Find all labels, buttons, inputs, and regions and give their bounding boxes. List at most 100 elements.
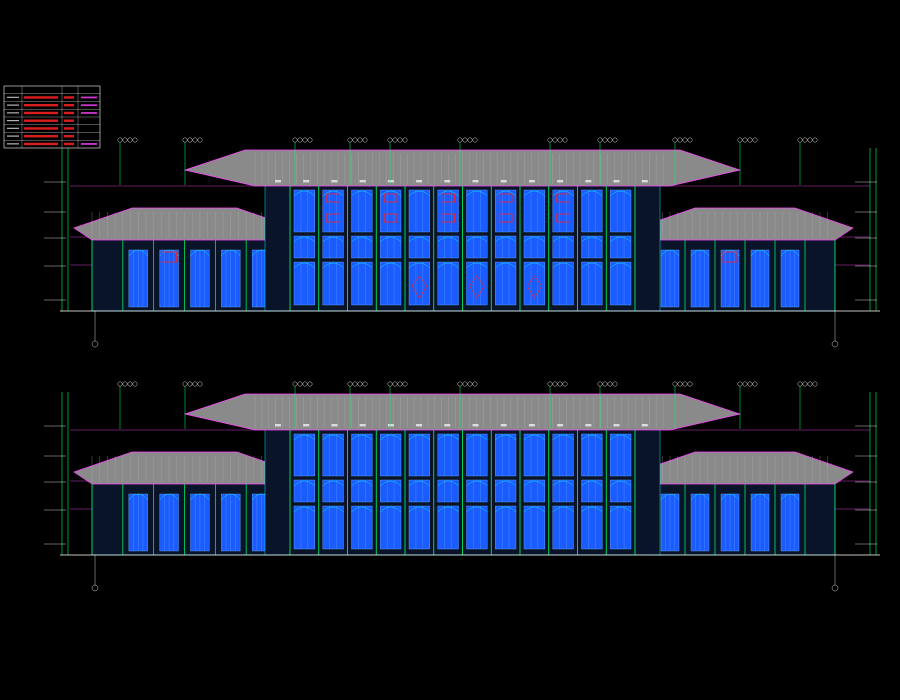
main-window <box>466 505 488 550</box>
diamond-ornament <box>526 275 543 299</box>
callout-bubble <box>297 381 303 387</box>
callout-bubble <box>602 381 608 387</box>
main-window <box>293 505 315 550</box>
legend-note <box>81 143 97 145</box>
window-arch <box>466 506 488 513</box>
main-window <box>495 505 517 550</box>
window-arch <box>408 506 430 513</box>
main-window <box>437 505 459 550</box>
callout-bubble <box>747 381 753 387</box>
window-arch <box>581 236 603 243</box>
window-arch <box>552 190 574 197</box>
legend-index <box>7 135 19 137</box>
eave-bracket <box>387 424 394 427</box>
main-window <box>322 505 344 550</box>
main-window <box>293 261 315 306</box>
window-arch <box>523 190 545 197</box>
legend-material-label <box>24 135 58 138</box>
main-window <box>322 261 344 306</box>
window-arch <box>128 249 148 257</box>
window-arch <box>581 480 603 487</box>
window-arch <box>221 493 241 501</box>
callout-bubble <box>557 381 563 387</box>
eave-bracket <box>331 180 338 183</box>
window-arch <box>523 236 545 243</box>
callout-bubble <box>677 137 683 143</box>
callout-bubble <box>562 137 568 143</box>
callout-bubble <box>122 381 128 387</box>
window-detail-red <box>441 213 455 223</box>
window-arch <box>437 262 459 269</box>
callout-bubble <box>602 137 608 143</box>
main-window <box>408 433 430 477</box>
callout-bubble <box>747 137 753 143</box>
window-arch <box>660 249 680 257</box>
window-arch <box>466 262 488 269</box>
legend-index <box>7 120 19 122</box>
eave-bracket <box>585 424 592 427</box>
callout-bubble <box>297 137 303 143</box>
callout-bubble <box>612 381 618 387</box>
legend-material-label <box>24 96 58 99</box>
callout-bubble <box>807 137 813 143</box>
eave-bracket <box>613 180 620 183</box>
window-arch <box>128 493 148 501</box>
main-window <box>380 189 402 233</box>
main-window <box>552 505 574 550</box>
main-window <box>610 261 632 306</box>
window-arch <box>581 190 603 197</box>
legend-code <box>64 135 74 138</box>
window-detail-red <box>326 213 340 223</box>
window-arch <box>351 236 373 243</box>
window-arch <box>408 262 430 269</box>
window-arch <box>293 262 315 269</box>
window-arch <box>750 493 770 501</box>
window-arch <box>437 434 459 441</box>
main-window <box>552 235 574 259</box>
main-window <box>552 433 574 477</box>
eave-bracket <box>641 180 648 183</box>
main-window <box>293 235 315 259</box>
legend-material-label <box>24 142 58 146</box>
window-arch <box>523 506 545 513</box>
window-detail-red <box>556 213 570 223</box>
callout-bubble <box>132 137 138 143</box>
main-window <box>610 479 632 503</box>
callout-bubble <box>397 381 403 387</box>
callout-bubble <box>612 137 618 143</box>
callout-bubble <box>472 381 478 387</box>
main-window <box>322 189 344 233</box>
callout-bubble <box>352 381 358 387</box>
window-arch <box>523 262 545 269</box>
callout-bubble <box>607 381 613 387</box>
callout-bubble <box>802 137 808 143</box>
eave-bracket <box>444 424 451 427</box>
window-arch <box>581 506 603 513</box>
window-arch <box>610 262 632 269</box>
callout-bubble <box>467 381 473 387</box>
callout-bubble <box>552 137 558 143</box>
window-arch <box>351 480 373 487</box>
eave-bracket <box>557 424 564 427</box>
window-arch <box>660 493 680 501</box>
window-detail-red <box>383 193 398 203</box>
main-window <box>610 505 632 550</box>
window-arch <box>293 236 315 243</box>
main-window <box>351 261 373 306</box>
callout-bubble <box>462 137 468 143</box>
callout-bubble <box>802 381 808 387</box>
eave-bracket <box>641 424 648 427</box>
window-arch <box>466 480 488 487</box>
window-arch <box>322 262 344 269</box>
legend-code <box>64 96 74 99</box>
callout-bubble <box>132 381 138 387</box>
callout-bubble <box>562 381 568 387</box>
window-arch <box>780 493 800 501</box>
window-arch <box>437 236 459 243</box>
callout-bubble <box>187 381 193 387</box>
window-arch <box>322 236 344 243</box>
elevation-drawing-bottom <box>44 381 880 592</box>
eave-bracket <box>359 180 366 183</box>
main-window <box>466 189 488 233</box>
callout-bubble <box>392 381 398 387</box>
